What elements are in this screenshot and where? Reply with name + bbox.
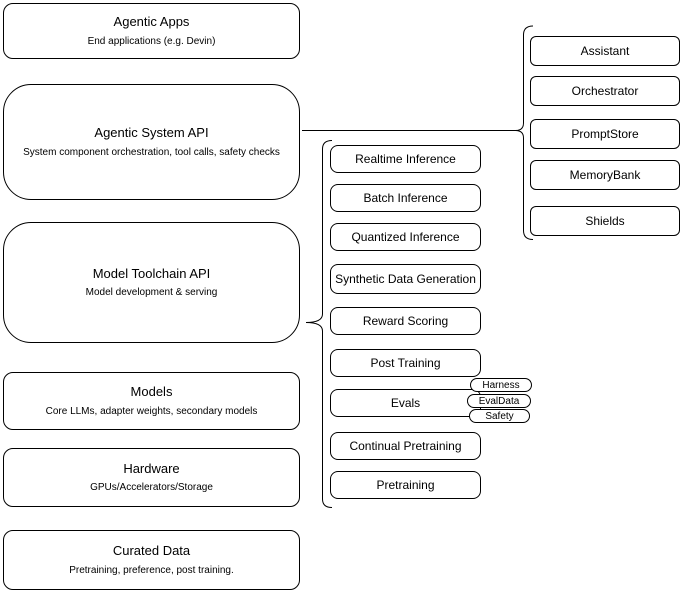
- box-subtitle: Pretraining, preference, post training.: [69, 564, 234, 576]
- box-subtitle: Core LLMs, adapter weights, secondary mo…: [45, 405, 258, 417]
- box-post-training: Post Training: [330, 349, 481, 377]
- box-subtitle: End applications (e.g. Devin): [87, 35, 216, 47]
- box-promptstore: PromptStore: [530, 119, 680, 149]
- box-batch-inference: Batch Inference: [330, 184, 481, 212]
- box-title: Model Toolchain API: [92, 265, 211, 281]
- box-hardware: Hardware GPUs/Accelerators/Storage: [3, 448, 300, 507]
- box-title: Agentic System API: [94, 125, 209, 141]
- pill-evaldata: EvalData: [467, 394, 531, 408]
- box-agentic-system-api: Agentic System API System component orch…: [3, 84, 300, 200]
- box-title: Hardware: [123, 460, 180, 476]
- pill-harness: Harness: [470, 378, 532, 392]
- box-reward-scoring: Reward Scoring: [330, 307, 481, 335]
- box-models: Models Core LLMs, adapter weights, secon…: [3, 372, 300, 430]
- box-continual-pretraining: Continual Pretraining: [330, 432, 481, 460]
- box-agentic-apps: Agentic Apps End applications (e.g. Devi…: [3, 3, 300, 59]
- box-curated-data: Curated Data Pretraining, preference, po…: [3, 530, 300, 590]
- box-assistant: Assistant: [530, 36, 680, 66]
- box-title: Agentic Apps: [113, 14, 190, 30]
- box-realtime-inference: Realtime Inference: [330, 145, 481, 173]
- box-synthetic-data-generation: Synthetic Data Generation: [330, 264, 481, 294]
- box-subtitle: GPUs/Accelerators/Storage: [90, 482, 213, 494]
- toolchain-components-brace: [305, 140, 333, 508]
- box-memorybank: MemoryBank: [530, 160, 680, 190]
- box-orchestrator: Orchestrator: [530, 76, 680, 106]
- pill-safety: Safety: [469, 409, 530, 423]
- box-subtitle: System component orchestration, tool cal…: [23, 146, 280, 158]
- box-quantized-inference: Quantized Inference: [330, 223, 481, 251]
- box-title: Curated Data: [112, 543, 191, 559]
- box-shields: Shields: [530, 206, 680, 236]
- box-model-toolchain-api: Model Toolchain API Model development & …: [3, 222, 300, 343]
- box-subtitle: Model development & serving: [85, 287, 218, 299]
- box-pretraining: Pretraining: [330, 471, 481, 499]
- box-evals: Evals: [330, 389, 481, 417]
- box-title: Models: [130, 384, 173, 400]
